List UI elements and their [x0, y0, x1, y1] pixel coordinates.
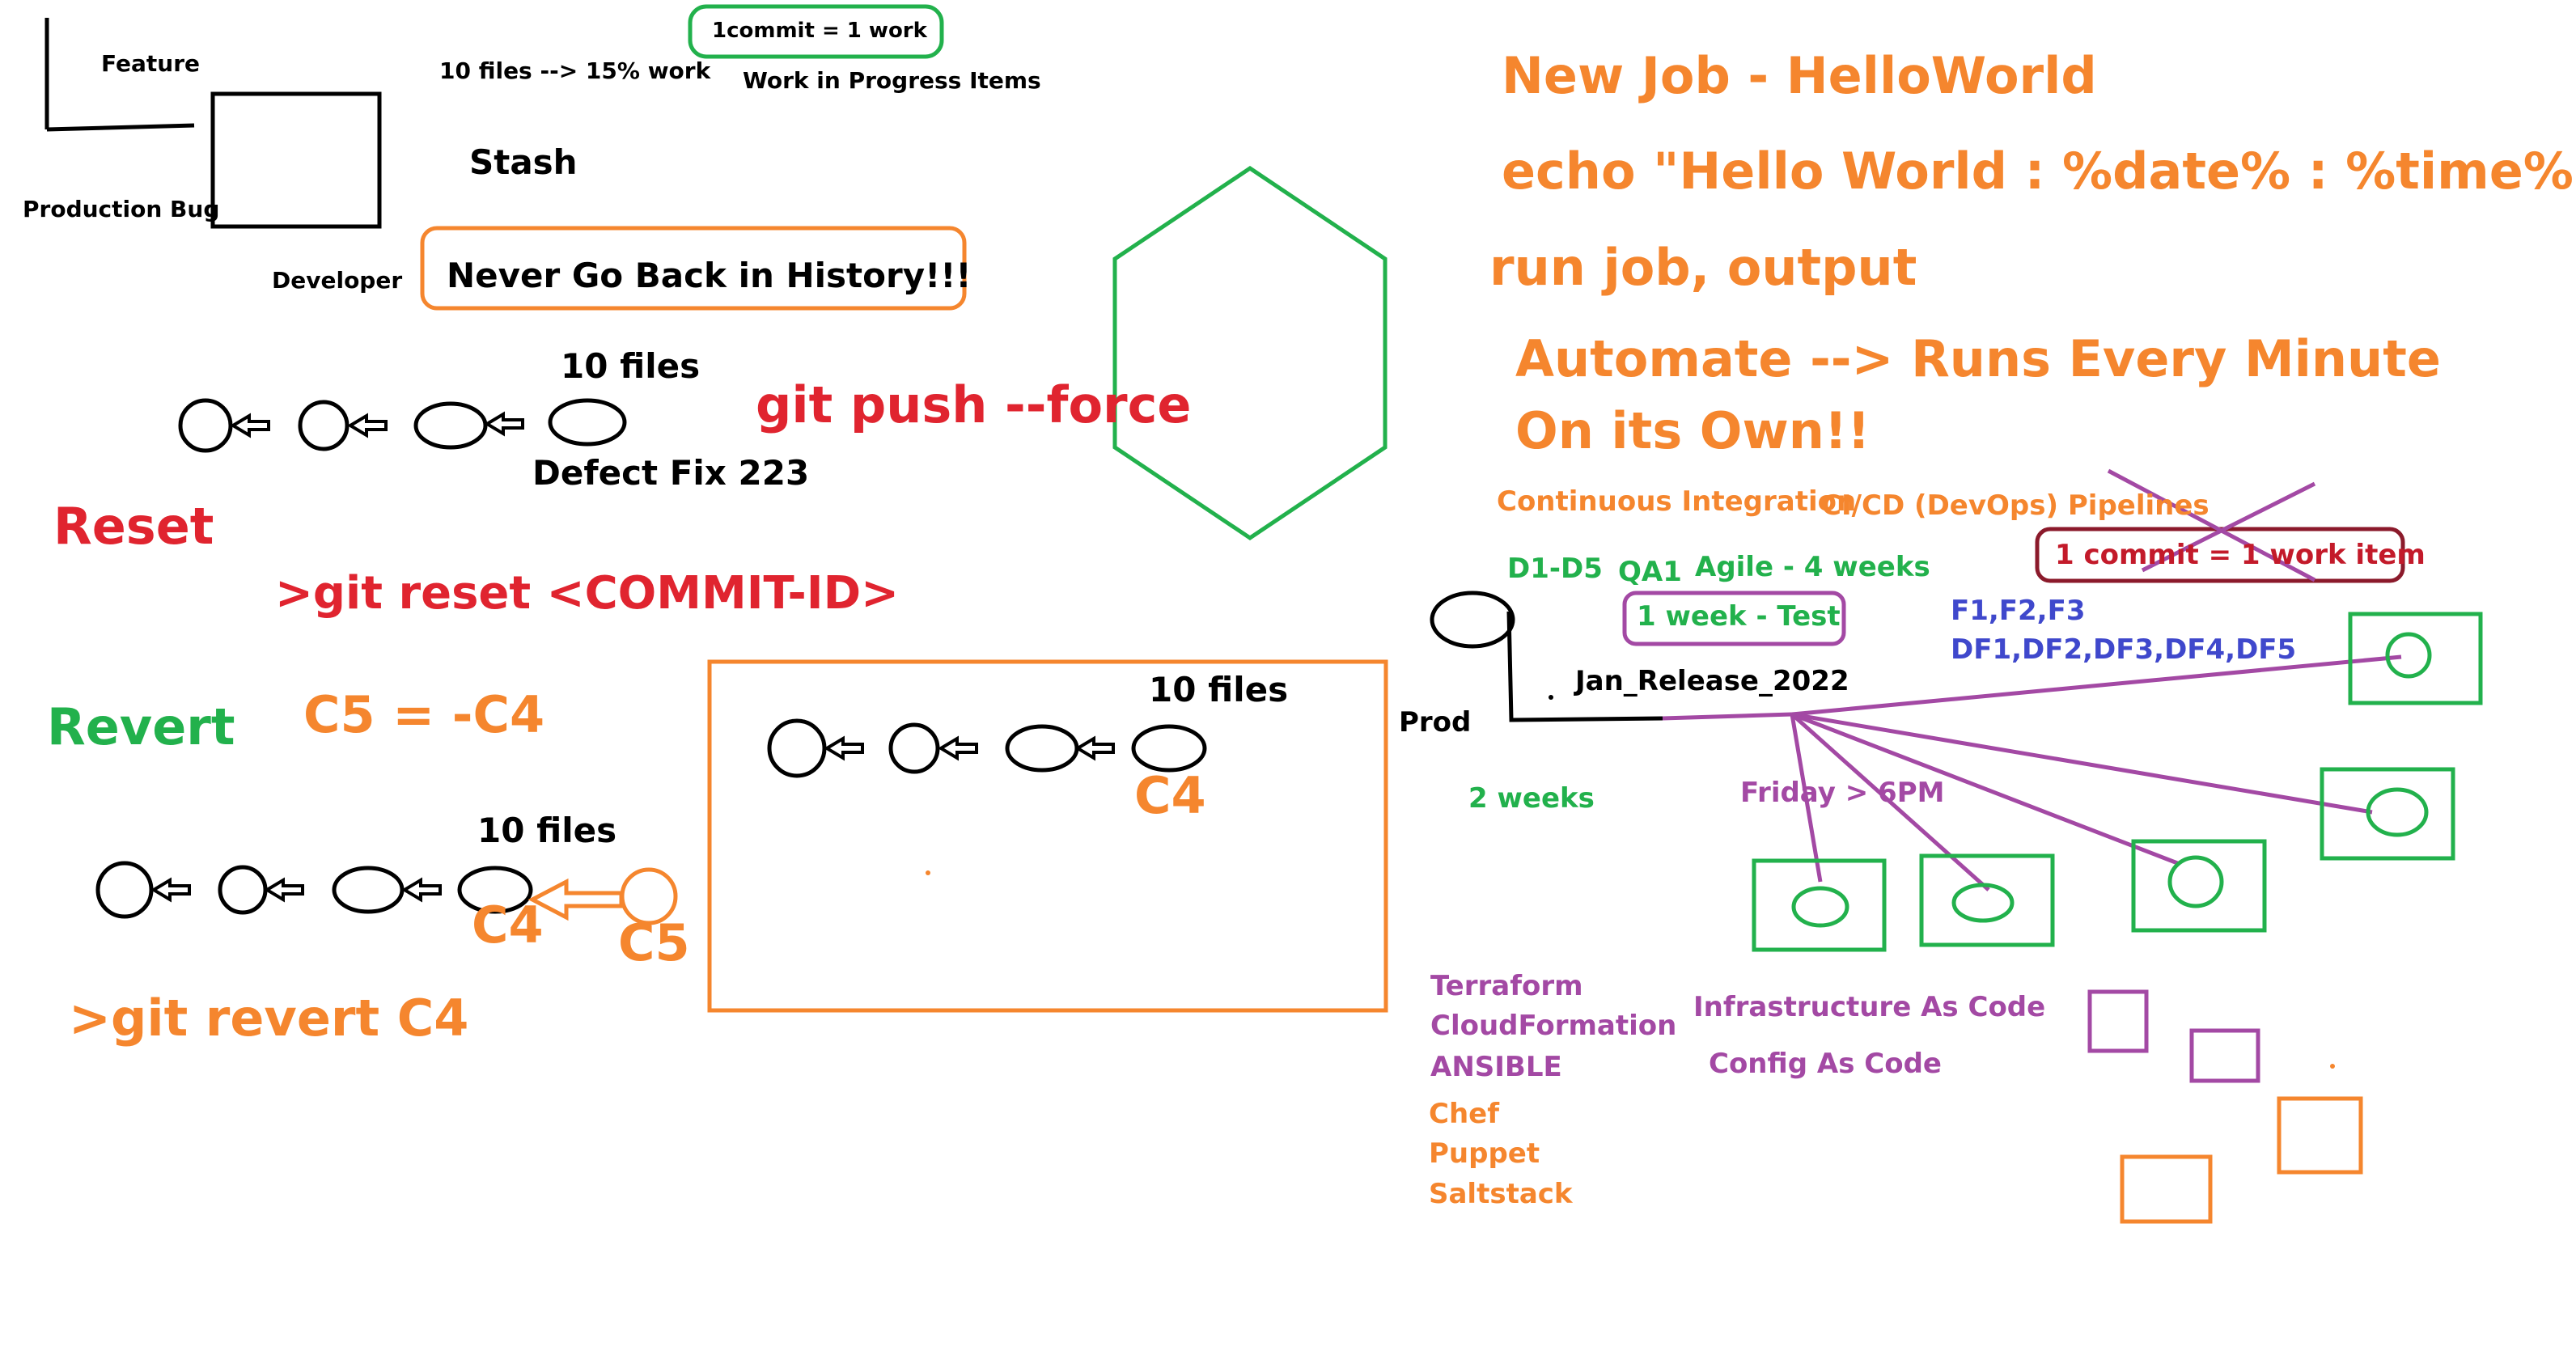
- label-d1-d5: D1-D5: [1507, 553, 1603, 585]
- commit-chain-defect: [178, 398, 627, 453]
- black-dot: [1549, 695, 1553, 700]
- label-friday: Friday > 6PM: [1740, 777, 1945, 809]
- label-run-job: run job, output: [1489, 238, 1917, 297]
- label-feature: Feature: [101, 50, 200, 77]
- label-developer: Developer: [272, 267, 403, 294]
- label-reset: Reset: [53, 497, 214, 556]
- label-c4-chain: C4: [472, 896, 544, 955]
- label-c5-equation: C5 = -C4: [303, 685, 545, 744]
- label-ten-files-15: 10 files --> 15% work: [439, 57, 711, 84]
- label-iac: Infrastructure As Code: [1693, 991, 2046, 1023]
- label-agile: Agile - 4 weeks: [1695, 551, 1930, 583]
- label-puppet: Puppet: [1429, 1137, 1540, 1170]
- label-one-commit: 1commit = 1 work: [712, 19, 927, 43]
- revert-c5-node: [527, 867, 678, 925]
- orange-dot: [926, 870, 930, 875]
- label-c5-chain: C5: [618, 913, 690, 972]
- label-stash: Stash: [469, 142, 578, 182]
- orange-small-box-2: [2120, 1154, 2213, 1224]
- label-two-weeks: 2 weeks: [1468, 782, 1595, 815]
- label-new-job: New Job - HelloWorld: [1502, 46, 2097, 105]
- label-echo: echo "Hello World : %date% : %time%: [1502, 142, 2574, 201]
- commit-work-box: [688, 4, 944, 59]
- release-fan-lines: [1790, 654, 2402, 891]
- one-week-test-box: [1622, 591, 1846, 646]
- label-prod: Prod: [1399, 706, 1472, 739]
- label-one-commit-item: 1 commit = 1 work item: [2055, 539, 2426, 571]
- label-f123: F1,F2,F3: [1951, 595, 2086, 627]
- label-ten-files-b: 10 files: [1149, 670, 1289, 709]
- label-automate: Automate --> Runs Every Minute: [1515, 329, 2441, 388]
- orange-chain-box: [707, 659, 1388, 1013]
- label-chef: Chef: [1429, 1098, 1500, 1130]
- label-production-bug: Production Bug: [23, 196, 220, 222]
- label-git-push-force: git push --force: [756, 375, 1192, 434]
- prod-line: [1506, 611, 1663, 722]
- label-revert: Revert: [47, 697, 235, 756]
- prod-node: [1430, 591, 1515, 649]
- label-cloudformation: CloudFormation: [1430, 1010, 1677, 1042]
- never-go-back-box: [420, 226, 967, 311]
- label-cicd: CI/CD (DevOps) Pipelines: [1821, 489, 2210, 522]
- red-cross: [2107, 468, 2316, 582]
- label-ten-files-c: 10 files: [477, 811, 617, 850]
- label-terraform: Terraform: [1430, 970, 1583, 1002]
- label-df: DF1,DF2,DF3,DF4,DF5: [1951, 633, 2297, 666]
- label-jan-release: Jan_Release_2022: [1575, 665, 1849, 697]
- environment-boxes: [1752, 612, 2483, 952]
- orange-small-box-1: [2277, 1096, 2363, 1175]
- developer-box: [210, 91, 382, 229]
- label-one-week-test: 1 week - Test: [1637, 600, 1841, 633]
- label-git-revert: >git revert C4: [69, 989, 469, 1048]
- commit-chain-box: [767, 718, 1207, 778]
- label-ansible: ANSIBLE: [1430, 1051, 1562, 1083]
- label-wip: Work in Progress Items: [743, 67, 1041, 94]
- label-own: On its Own!!: [1515, 401, 1871, 460]
- label-ten-files-a: 10 files: [561, 346, 701, 386]
- orange-small-dot: [2330, 1064, 2335, 1069]
- label-saltstack: Saltstack: [1429, 1178, 1573, 1210]
- purple-small-box-2: [2189, 1028, 2260, 1083]
- feature-bug-axis: [44, 18, 195, 132]
- label-ci: Continuous Integration: [1497, 485, 1857, 518]
- label-git-reset: >git reset <COMMIT-ID>: [275, 567, 900, 620]
- label-defect-fix: Defect Fix 223: [532, 453, 810, 493]
- release-line: [1662, 712, 1793, 721]
- label-never-go-back: Never Go Back in History!!!: [447, 256, 972, 295]
- green-hexagon: [1112, 165, 1388, 541]
- purple-small-box-1: [2087, 989, 2149, 1053]
- label-cac: Config As Code: [1709, 1048, 1942, 1080]
- commit-chain-revert: [95, 861, 533, 919]
- label-qa1: QA1: [1618, 556, 1682, 588]
- label-c4-box: C4: [1134, 766, 1206, 825]
